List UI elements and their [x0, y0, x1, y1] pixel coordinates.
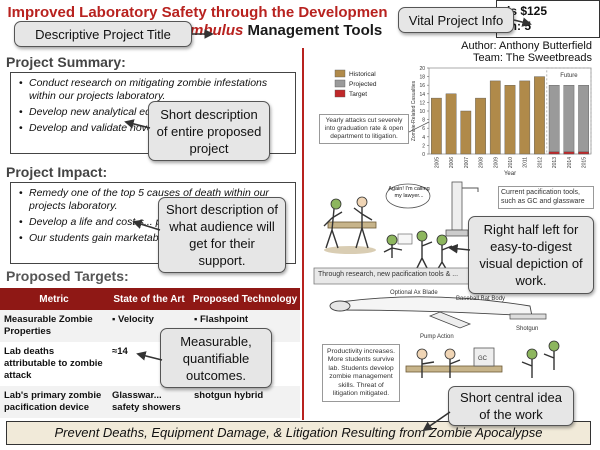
legend-swatch — [334, 89, 346, 98]
y-tick-label: 4 — [422, 135, 425, 141]
callout-vital-info: Vital Project Info — [398, 7, 514, 33]
illustration-area: Again! I'm calling my lawyer... Current … — [313, 181, 594, 403]
legend-swatch — [334, 69, 346, 78]
team-size-line: en: 5 — [503, 19, 532, 33]
chart-annotation-text: Yearly attacks cut severely into graduat… — [319, 114, 409, 144]
x-tick-label: 2013 — [552, 157, 558, 168]
current-tools-caption: Current pacification tools, such as GC a… — [498, 186, 594, 209]
table-row: Lab deaths attributable to zombie attack… — [0, 342, 300, 386]
gc-label: GC — [478, 356, 488, 362]
col-metric: Metric — [0, 288, 108, 310]
bar-historical — [534, 76, 545, 155]
legend-swatch — [334, 79, 346, 88]
annotation-pointer — [408, 121, 430, 133]
bar-historical — [519, 80, 531, 155]
impact-heading: Project Impact: — [6, 164, 108, 180]
bar-target — [563, 151, 575, 155]
x-tick-label: 2009 — [493, 157, 499, 168]
targets-table: Metric State of the Art Proposed Technol… — [0, 288, 300, 418]
y-tick-label: 0 — [422, 152, 425, 158]
summary-heading: Project Summary: — [6, 54, 126, 70]
bat-body-label: Baseball Bat Body — [456, 296, 505, 302]
y-tick-label: 10 — [419, 109, 425, 115]
col-state-of-art: State of the Art — [108, 288, 190, 310]
bat-shotgun-hybrid-illustration — [329, 296, 547, 329]
callout-measurable: Measurable, quantifiable outcomes. — [160, 328, 272, 388]
summary-item: Conduct research on mitigating zombie in… — [19, 77, 289, 103]
x-tick-label: 2006 — [449, 157, 455, 168]
legend-label: Historical — [349, 71, 376, 78]
team: Team: The Sweetbreads — [472, 52, 592, 64]
callout-central-idea: Short central idea of the work — [448, 386, 574, 426]
author: Author: Anthony Butterfield — [461, 40, 592, 52]
bar-historical — [489, 80, 501, 155]
callout-right-half: Right half left for easy-to-digest visua… — [468, 216, 594, 294]
table-row: Lab's primary zombie pacification device… — [0, 386, 300, 418]
legend-label: Projected — [349, 81, 377, 88]
speech-bubble — [385, 183, 431, 209]
optional-blade-label: Optional Ax Blade — [390, 290, 438, 296]
y-tick-label: 12 — [419, 100, 425, 106]
shotgun-label: Shotgun — [516, 326, 538, 332]
x-tick-label: 2014 — [567, 157, 573, 168]
bar-historical — [431, 97, 442, 155]
speech-text: Again! I'm calling my lawyer... — [388, 186, 430, 199]
x-axis-label: Year — [504, 171, 516, 177]
table-cell: Glasswar... safety showers — [108, 386, 190, 418]
table-cell: Lab deaths attributable to zombie attack — [4, 346, 103, 381]
y-tick-label: 6 — [422, 126, 425, 132]
y-axis-label: Zombie-Related Casualties — [411, 80, 417, 141]
callout-descriptive-title: Descriptive Project Title — [14, 21, 192, 47]
col-proposed: Proposed Technology — [190, 288, 300, 310]
bar-projected — [563, 85, 575, 155]
poster-title-line1: Improved Laboratory Safety through the D… — [7, 4, 388, 21]
targets-heading: Proposed Targets: — [6, 268, 129, 284]
bar-projected — [548, 85, 560, 155]
bar-historical — [445, 93, 457, 155]
x-tick-label: 2005 — [434, 157, 440, 168]
callout-audience: Short description of what audience will … — [158, 197, 286, 273]
budget-line: ds $125 — [503, 4, 548, 18]
x-tick-label: 2010 — [508, 157, 514, 168]
bar-target — [578, 151, 589, 155]
zombie-attack-illustration — [323, 196, 413, 258]
chart-annotation: Yearly attacks cut severely into graduat… — [319, 114, 409, 144]
bar-historical — [475, 97, 486, 155]
impact-item: Remedy one of the top 5 causes of death … — [19, 187, 289, 213]
poster-title-suffix: Management Tools — [243, 22, 383, 39]
y-tick-label: 2 — [422, 143, 425, 149]
x-tick-label: 2007 — [464, 157, 470, 168]
x-tick-label: 2011 — [523, 157, 529, 168]
y-tick-label: 8 — [422, 118, 425, 124]
safety-shower-illustration — [415, 181, 479, 273]
summary-item: Develop and validate novel — [19, 122, 289, 135]
bar-historical — [504, 85, 516, 155]
y-tick-label: 20 — [419, 66, 425, 72]
table-cell: ≈14 — [112, 346, 128, 357]
x-tick-label: 2015 — [582, 157, 588, 168]
lab-scene-illustration — [405, 340, 560, 378]
bar-historical — [460, 110, 472, 155]
central-idea-banner: Prevent Deaths, Equipment Damage, & Liti… — [6, 421, 591, 445]
research-arrow-text: Through research, new pacification tools… — [318, 271, 459, 278]
x-tick-label: 2008 — [479, 157, 485, 168]
productivity-caption: Productivity increases. More students su… — [322, 344, 400, 403]
legend-label: Target — [349, 91, 367, 98]
table-cell: shotgun hybrid — [190, 386, 300, 418]
pump-action-label: Pump Action — [420, 334, 454, 340]
bar-target — [548, 151, 560, 155]
y-tick-label: 18 — [419, 75, 425, 81]
impact-item: Our students gain marketable — [19, 232, 289, 245]
bar-projected — [578, 85, 589, 155]
callout-short-description: Short description of entire proposed pro… — [148, 101, 270, 161]
future-label: Future — [560, 73, 578, 79]
table-row: Measurable Zombie Properties ▪ Velocity … — [0, 310, 300, 342]
y-tick-label: 14 — [419, 92, 425, 98]
table-cell: Measurable Zombie Properties — [0, 310, 108, 342]
y-tick-label: 16 — [419, 83, 425, 89]
x-tick-label: 2012 — [537, 157, 543, 168]
table-cell: Lab's primary zombie pacification device — [0, 386, 108, 418]
